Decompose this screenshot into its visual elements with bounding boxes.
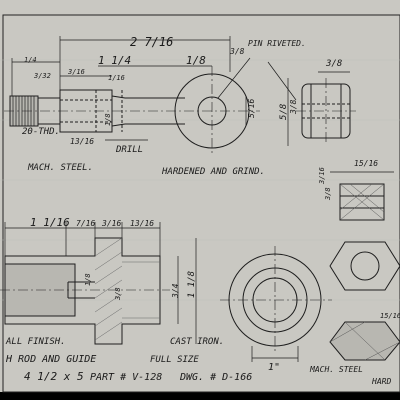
hex-nut-view [329,241,400,361]
dim-nut-3-8: 3/8 [324,187,332,201]
note-drill: DRILL [115,145,143,155]
note-cast-iron: CAST IRON. [170,337,224,347]
note-pin-riveted: PIN RIVETED. [248,39,306,48]
dim-overall-length: 2 7/16 [130,35,173,49]
dim-13-16: 13/16 [70,137,94,146]
drawing-border [2,14,400,393]
guide-section-view [0,237,170,345]
title-partial: H ROD AND GUIDE [5,354,96,365]
rod-side-view [4,89,260,133]
note-mach-steel-bottom: MACH. STEEL [309,365,363,374]
dim-1-4: 1/4 [24,56,37,64]
guide-end-view [220,246,332,362]
dimension-lines-top [11,36,350,146]
dim-guide-3-8: 3/8 [114,287,122,301]
size-label: 4 1/2 x 5 [24,370,84,383]
dim-1-16: 1/16 [108,74,125,82]
dim-3-16a: 3/16 [67,68,85,76]
dim-guide-7-16: 7/16 [76,219,95,228]
note-all-finish: ALL FINISH. [5,337,66,347]
note-hardened: HARDENED AND GRIND. [161,167,265,177]
dim-1-8-top: 1/8 [186,54,206,67]
dimension-lines-bottom [4,222,197,344]
note-thread: 20-THD. [22,127,60,137]
dim-3-32: 3/32 [33,72,51,80]
dim-bore-5-16: 5/16 [247,99,256,118]
dim-dia-3-8-side: 3/8 [289,99,298,115]
note-mach-steel: MACH. STEEL. [27,163,93,173]
nut-side-view [330,171,394,221]
size-note: FULL SIZE [150,355,199,365]
dim-eye-5-8: 5/8 [279,104,289,120]
dim-nut-3-16: 3/16 [318,167,326,185]
dim-dia-1-8: 1/8 [104,113,112,126]
dim-guide-13-16: 13/16 [130,219,154,228]
dim-nut-15-16: 15/16 [354,159,378,168]
dim-1-1-4: 1 1/4 [98,54,131,67]
dim-right-3-8: 3/8 [325,59,342,69]
note-hard-partial: HARD [371,377,391,386]
dim-guide-1-1-8: 1 1/8 [187,271,197,298]
part-number: PART # V-128 [90,372,162,383]
dim-guide-1-1-16: 1 1/16 [30,216,70,229]
dim-guide-1-8: 1/8 [84,273,92,286]
dim-circle-1: 1" [268,362,280,373]
dim-guide-3-16: 3/16 [101,219,121,228]
dim-pin-3-8: 3/8 [229,47,245,56]
rod-end-view [296,78,356,144]
dwg-number: DWG. # D-166 [179,372,252,383]
rod-eye [174,66,250,156]
dim-guide-3-4: 3/4 [171,283,180,299]
dim-nut-15-16b: 15/16 [380,312,400,320]
